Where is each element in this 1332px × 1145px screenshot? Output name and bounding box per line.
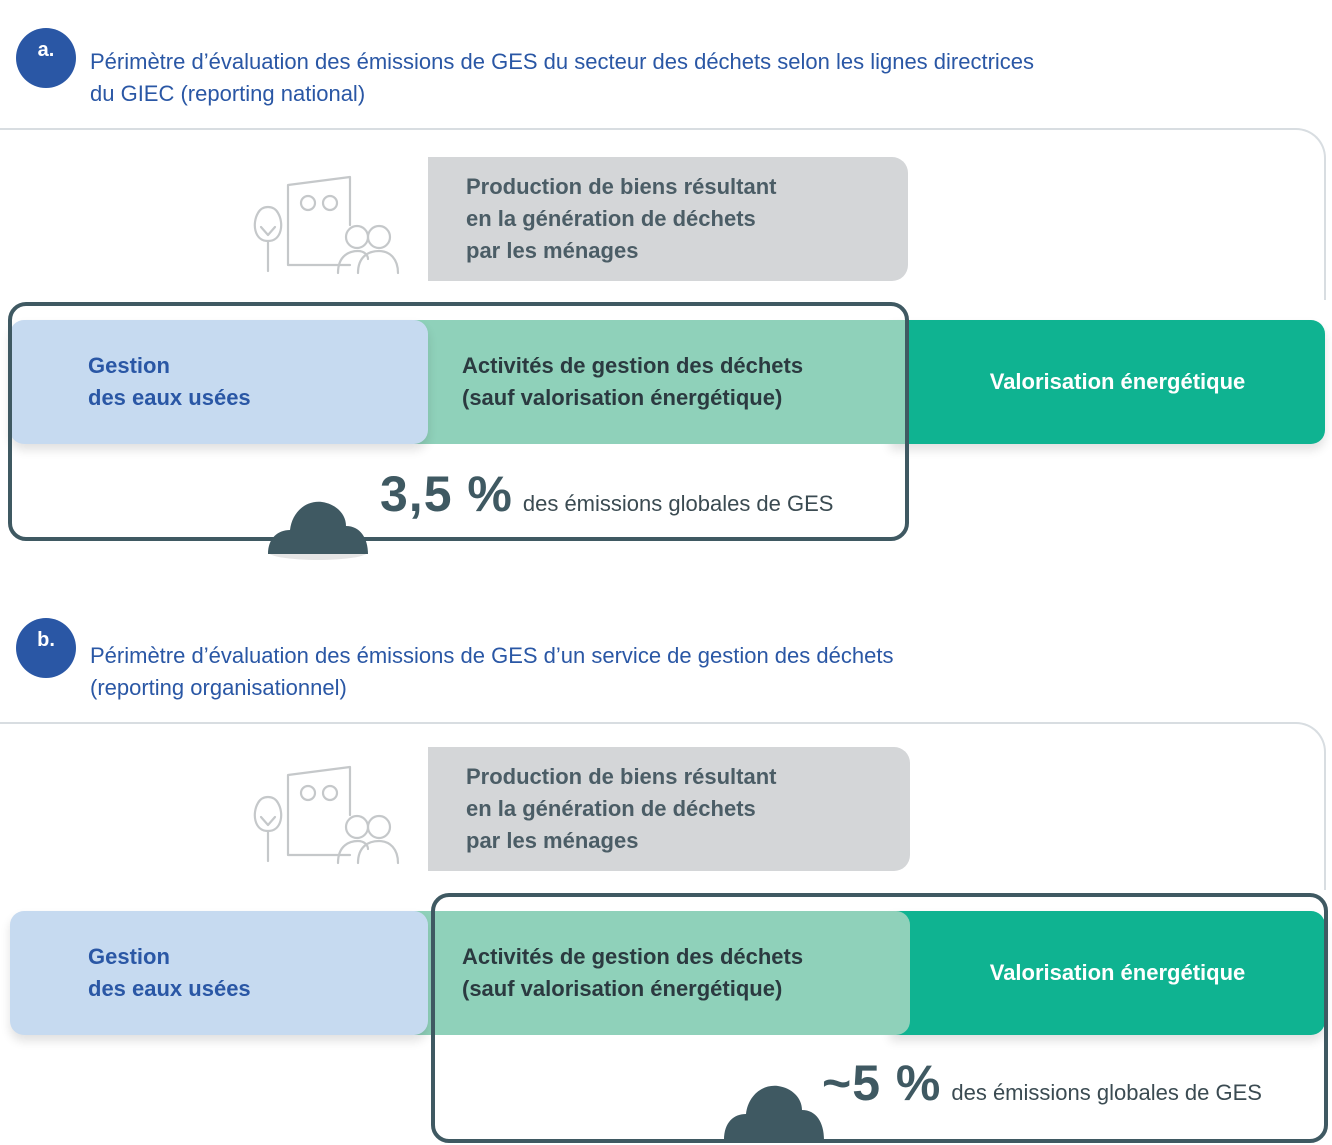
household-icon [250,765,400,872]
section-a-energy-recovery-label: Valorisation énergétique [989,369,1246,394]
section-a-production-line2: en la génération de déchets [466,206,756,231]
section-b-wastewater-line2: des eaux usées [88,976,251,1001]
section-b-title: Périmètre d’évaluation des émissions de … [90,640,1290,704]
section-b-wastewater-line1: Gestion [88,944,170,969]
household-icon [250,175,400,282]
section-a-badge: a. [16,28,76,88]
section-a-wastewater-line2: des eaux usées [88,385,251,410]
section-a-badge-label: a. [37,38,55,61]
section-a-scope-bracket [0,128,1326,300]
section-b-energy-recovery-bar: Valorisation énergétique [890,911,1325,1035]
section-a-scope-frame [8,302,909,541]
section-b-waste-line1: Activités de gestion des déchets [462,944,804,969]
section-b-badge-label: b. [37,628,55,651]
section-a-waste-line1: Activités de gestion des déchets [462,353,804,378]
section-b-production-box: Production de biens résultant en la géné… [428,747,910,871]
section-a-wastewater-line1: Gestion [88,353,170,378]
section-b-title-line2: (reporting organisationnel) [90,675,347,700]
section-a-production-line1: Production de biens résultant [466,174,777,199]
cloud-icon [722,1072,826,1145]
section-b-energy-recovery-label: Valorisation énergétique [989,960,1246,985]
section-a-production-box: Production de biens résultant en la géné… [428,157,908,281]
section-b-production-line1: Production de biens résultant [466,764,777,789]
section-a-stat-value: 3,5 % [380,466,513,522]
section-a-energy-recovery-bar: Valorisation énergétique [890,320,1325,444]
section-a-production-line3: par les ménages [466,238,639,263]
section-b-production-line3: par les ménages [466,828,639,853]
section-b-title-line1: Périmètre d’évaluation des émissions de … [90,643,894,668]
section-a-title-line2: du GIEC (reporting national) [90,81,366,106]
section-b-stat-value: ~5 % [822,1055,942,1111]
section-b-waste-line2: (sauf valorisation énergétique) [462,976,783,1001]
section-a-stat-label: des émissions globales de GES [522,491,834,516]
cloud-icon [266,492,370,565]
section-b-stat-label: des émissions globales de GES [951,1080,1262,1105]
section-b-wastewater-bar: Gestion des eaux usées [10,911,428,1035]
section-b-waste-activities-bar: Activités de gestion des déchets (sauf v… [400,911,910,1035]
section-a-waste-line2: (sauf valorisation énergétique) [462,385,783,410]
section-a-title-line1: Périmètre d’évaluation des émissions de … [90,49,1035,74]
section-a-waste-activities-bar: Activités de gestion des déchets (sauf v… [400,320,908,444]
section-b-badge: b. [16,618,76,678]
section-b-scope-bracket [0,722,1326,890]
section-a-wastewater-bar: Gestion des eaux usées [10,320,428,444]
section-b-production-line2: en la génération de déchets [466,796,756,821]
section-b-stat: ~5 % des émissions globales de GES [822,1054,1262,1112]
section-a-title: Périmètre d’évaluation des émissions de … [90,46,1290,110]
section-a-stat: 3,5 % des émissions globales de GES [380,465,833,523]
